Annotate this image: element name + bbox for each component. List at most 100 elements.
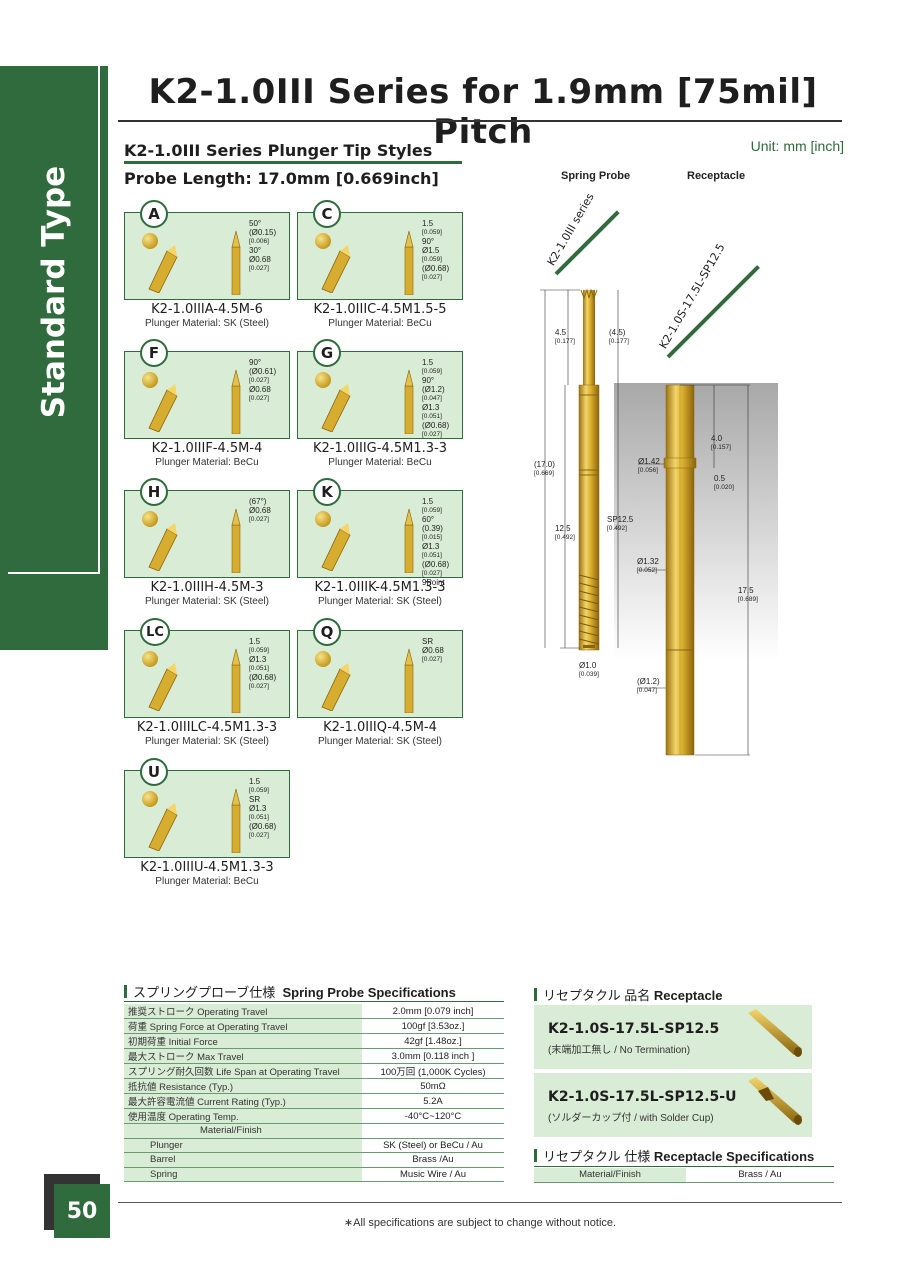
tip-dimensions: 1.5[0.059]90°Ø1.5[0.059](Ø0.68)[0.027] [422,219,450,281]
tip-dimensions: 1.5[0.059]60°(0.39)[0.015]Ø1.3[0.051](Ø0… [422,497,450,587]
tip-style-letter: F [140,339,168,367]
tip-side-view-drawing [231,788,241,853]
receptacle-spec-rule [534,1166,834,1167]
receptacle-part-1: K2-1.0S-17.5L-SP12.5 [548,1021,720,1037]
tip-perspective-drawing [148,245,178,293]
tip-end-view-icon [315,372,331,388]
tip-side-view-drawing [231,648,241,713]
probe-plunger [583,290,595,385]
page-number: 50 [54,1184,110,1238]
tip-dimensions: 1.5[0.059]Ø1.3[0.051](Ø0.68)[0.027] [249,637,277,690]
dim-sp12-5: SP12.5[0.492] [607,515,634,532]
section-heading: K2-1.0III Series Plunger Tip Styles [124,141,433,160]
receptacle-part-1-desc: (末端加工無し / No Termination) [548,1045,691,1056]
receptacle-card-1: K2-1.0S-17.5L-SP12.5 (末端加工無し / No Termin… [534,1005,812,1069]
receptacle-background [614,383,778,660]
tip-side-view-drawing [404,369,414,434]
spec-value: 100万回 (1,000K Cycles) [362,1063,504,1079]
tip-end-view-icon [142,651,158,667]
receptacle-spec-title: リセプタクル 仕様 Receptacle Specifications [534,1146,814,1165]
tip-plunger-material: Plunger Material: BeCu [328,318,432,329]
unit-label: Unit: mm [inch] [750,138,844,154]
tip-perspective-drawing [321,245,351,293]
probe-barrel [578,384,600,651]
spec-value: -40°C~120°C [362,1108,504,1124]
tip-plunger-material: Plunger Material: SK (Steel) [318,596,442,607]
tip-part-number: K2-1.0IIIG-4.5M1.3-3 [313,441,447,456]
spec-value: Music Wire / Au [362,1167,504,1183]
tip-plunger-material: Plunger Material: BeCu [155,876,259,887]
tip-perspective-drawing [321,663,351,711]
tip-perspective-drawing [148,523,178,571]
receptacle-label: Receptacle [687,170,746,182]
tip-end-view-icon [142,372,158,388]
tip-perspective-drawing [148,384,178,432]
tip-card-k: 1.5[0.059]60°(0.39)[0.015]Ø1.3[0.051](Ø0… [297,490,463,587]
tip-side-view-drawing [231,508,241,573]
dim-17-5: 17.5[0.689] [738,586,758,603]
tip-end-view-icon [315,233,331,249]
spec-key: Spring [124,1167,362,1183]
spec-key: Material/Finish [124,1123,362,1139]
dim-0-5: 0.5[0.020] [714,474,734,491]
receptacle-card-2: K2-1.0S-17.5L-SP12.5-U (ソルダーカップ付 / with … [534,1073,812,1137]
tip-side-view-drawing [404,230,414,295]
tip-perspective-drawing [321,523,351,571]
tip-part-number: K2-1.0IIIF-4.5M-4 [151,441,263,456]
dim-d1-42: Ø1.42[0.056] [638,457,660,474]
spec-key: Plunger [124,1138,362,1154]
tip-dimensions: 90°(Ø0.61)[0.027]Ø0.68[0.027] [249,358,277,402]
spec-row: 最大許容電流値 Current Rating (Typ.)5.2A [124,1093,504,1109]
receptacle-name-title: リセプタクル 品名 Receptacle [534,985,723,1004]
tip-end-view-icon [142,511,158,527]
spec-value: Brass /Au [362,1152,504,1168]
tip-plunger-material: Plunger Material: BeCu [155,457,259,468]
tip-style-letter: Q [313,618,341,646]
spec-value: 42gf [1.48oz.] [362,1033,504,1049]
spec-value [362,1123,504,1139]
tip-part-number: K2-1.0IIIH-4.5M-3 [150,580,264,595]
title-divider [118,120,842,122]
spec-key: 初期荷重 Initial Force [124,1033,362,1049]
tip-side-view-drawing [404,508,414,573]
spec-key: 最大許容電流値 Current Rating (Typ.) [124,1093,362,1109]
tip-plunger-material: Plunger Material: SK (Steel) [318,736,442,747]
receptacle-part-2: K2-1.0S-17.5L-SP12.5-U [548,1089,737,1105]
probe-length: Probe Length: 17.0mm [0.669inch] [124,169,439,188]
tip-plunger-material: Plunger Material: BeCu [328,457,432,468]
spring-spec-title: スプリングプローブ仕様 Spring Probe Specifications [124,982,456,1001]
tip-dimensions: (67°)Ø0.68[0.027] [249,497,271,523]
dim-d1-32: Ø1.32[0.052] [637,557,659,574]
spec-value: 3.0mm [0.118 inch ] [362,1048,504,1064]
tip-part-number: K2-1.0IIIC-4.5M1.5-5 [313,302,447,317]
tip-end-view-icon [142,233,158,249]
tip-side-view-drawing [231,369,241,434]
dim-d1-0: Ø1.0[0.039] [579,661,599,678]
dim-17-0: (17.0)[0.669] [534,460,555,477]
spec-value: 2.0mm [0.079 inch] [362,1004,504,1019]
spec-key: スプリング耐久回数 Life Span at Operating Travel [124,1063,362,1079]
probe-receptacle-drawing [540,288,750,756]
side-tab-label-wrap: Standard Type [0,0,108,584]
spec-row: 使用温度 Operating Temp.-40°C~120°C [124,1108,504,1124]
side-tab [0,66,108,650]
tip-side-view-drawing [231,230,241,295]
footer-note: ∗All specifications are subject to chang… [343,1217,617,1229]
spec-value: 50mΩ [362,1078,504,1094]
receptacle-image-2 [748,1077,802,1125]
tip-side-view-drawing [404,648,414,713]
tip-style-letter: A [140,200,168,228]
dim-12-5: 12.5[0.492] [555,524,575,541]
tip-perspective-drawing [148,663,178,711]
tip-style-letter: G [313,339,341,367]
tip-part-number: K2-1.0IIIA-4.5M-6 [151,302,263,317]
tip-style-letter: H [140,478,168,506]
receptacle-image-1 [748,1009,802,1057]
